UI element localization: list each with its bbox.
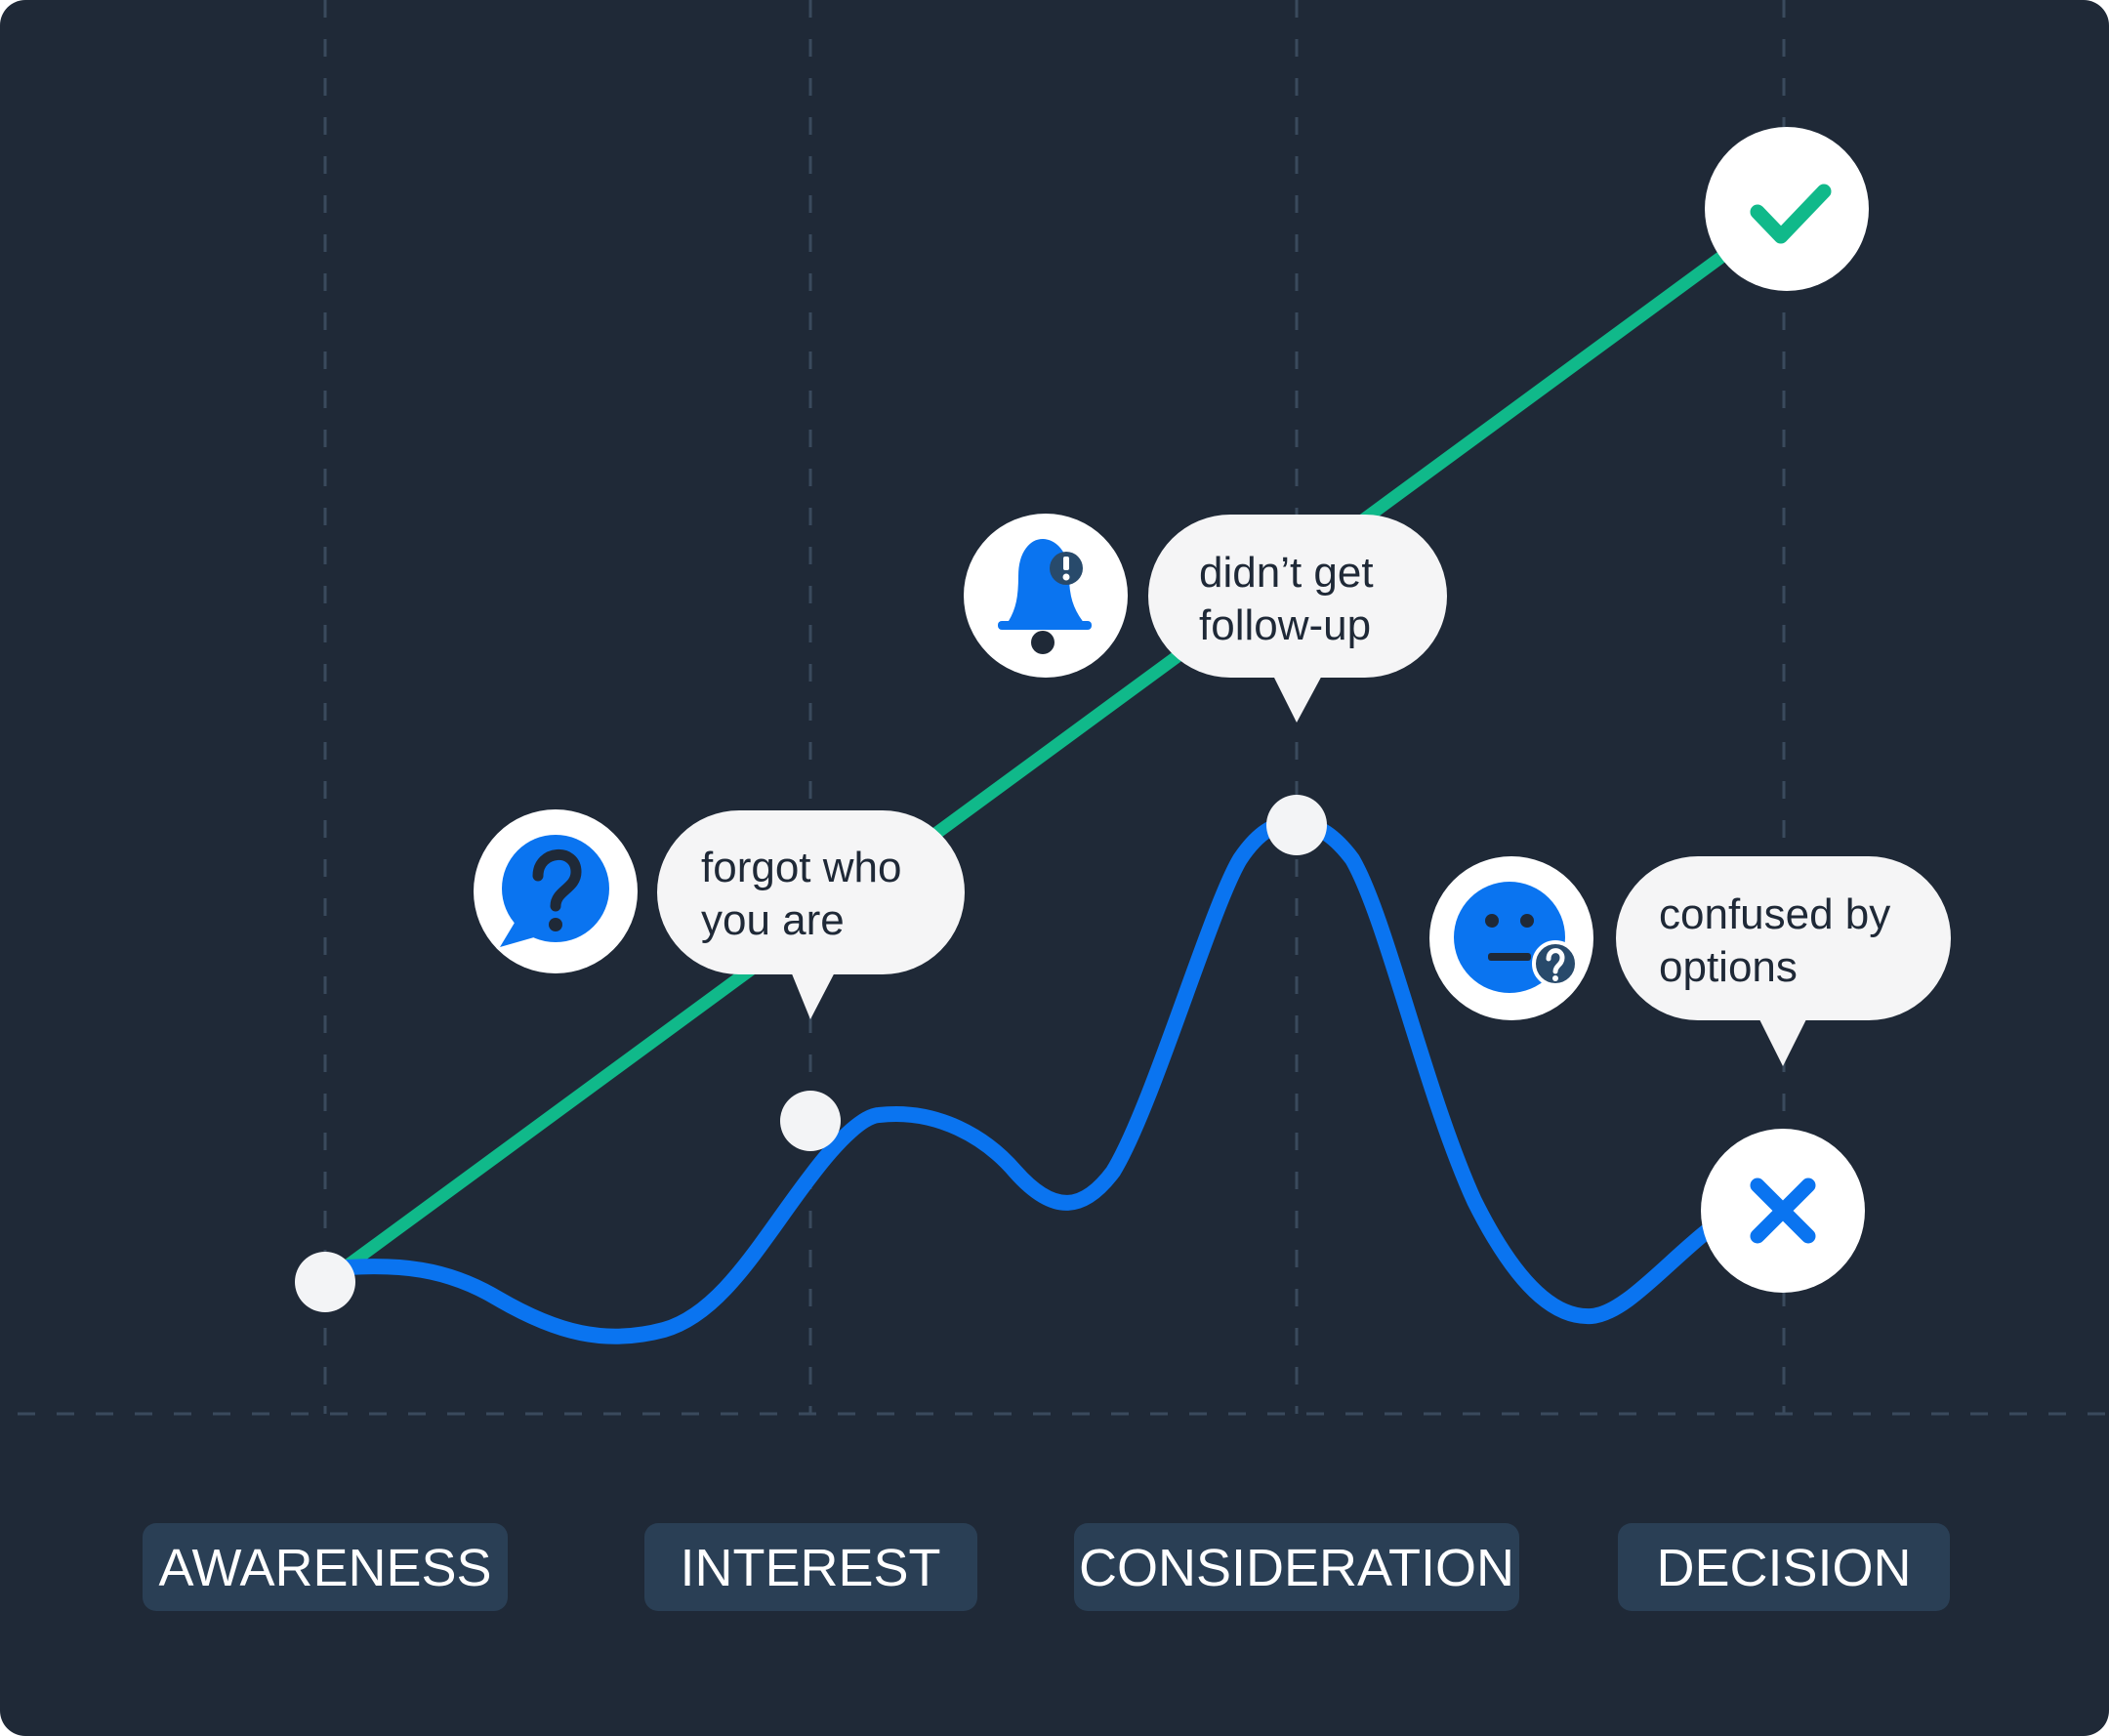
stage-pill-interest: INTEREST	[644, 1523, 977, 1611]
callout-text-line2: you are	[701, 896, 845, 944]
stage-label: CONSIDERATION	[1079, 1539, 1514, 1597]
callout-text-line2: follow-up	[1199, 601, 1371, 649]
question-chat-icon-badge	[474, 809, 638, 973]
confused-face-icon	[1454, 882, 1579, 993]
journey-node-interest	[780, 1091, 841, 1151]
stage-label: AWARENESS	[158, 1539, 491, 1597]
callout-text-line1: confused by	[1659, 890, 1890, 938]
stage-labels: AWARENESS INTEREST CONSIDERATION DECISIO…	[143, 1523, 1950, 1611]
callout-text-line1: didn’t get	[1199, 549, 1374, 597]
callout-text-line1: forgot who	[701, 844, 901, 891]
bell-alert-icon-badge	[964, 514, 1128, 678]
stage-pill-consideration: CONSIDERATION	[1074, 1523, 1519, 1611]
actual-end-state	[1701, 1129, 1865, 1293]
confused-face-icon-badge	[1429, 856, 1593, 1020]
callout-forgot: forgot who you are	[474, 809, 965, 1019]
speech-bubble-forgot: forgot who you are	[657, 810, 965, 1019]
callout-confused: confused by options	[1429, 856, 1951, 1066]
stage-pill-awareness: AWARENESS	[143, 1523, 508, 1611]
ideal-end-state	[1705, 127, 1869, 291]
stage-pill-decision: DECISION	[1618, 1523, 1950, 1611]
bell-alert-icon	[998, 539, 1092, 654]
actual-journey-curve	[317, 815, 1746, 1344]
speech-bubble-confused: confused by options	[1616, 856, 1951, 1066]
x-icon	[1750, 1178, 1816, 1244]
ideal-journey-line	[318, 202, 1794, 1289]
check-icon	[1750, 184, 1832, 244]
callout-text-line2: options	[1659, 943, 1798, 991]
speech-bubble-follow-up: didn’t get follow-up	[1148, 515, 1447, 723]
journey-node-awareness	[295, 1252, 355, 1312]
journey-node-consideration	[1266, 795, 1327, 855]
question-chat-icon	[500, 835, 609, 947]
callout-follow-up: didn’t get follow-up	[964, 514, 1447, 723]
stage-label: DECISION	[1656, 1539, 1911, 1597]
stage-label: INTEREST	[680, 1539, 940, 1597]
